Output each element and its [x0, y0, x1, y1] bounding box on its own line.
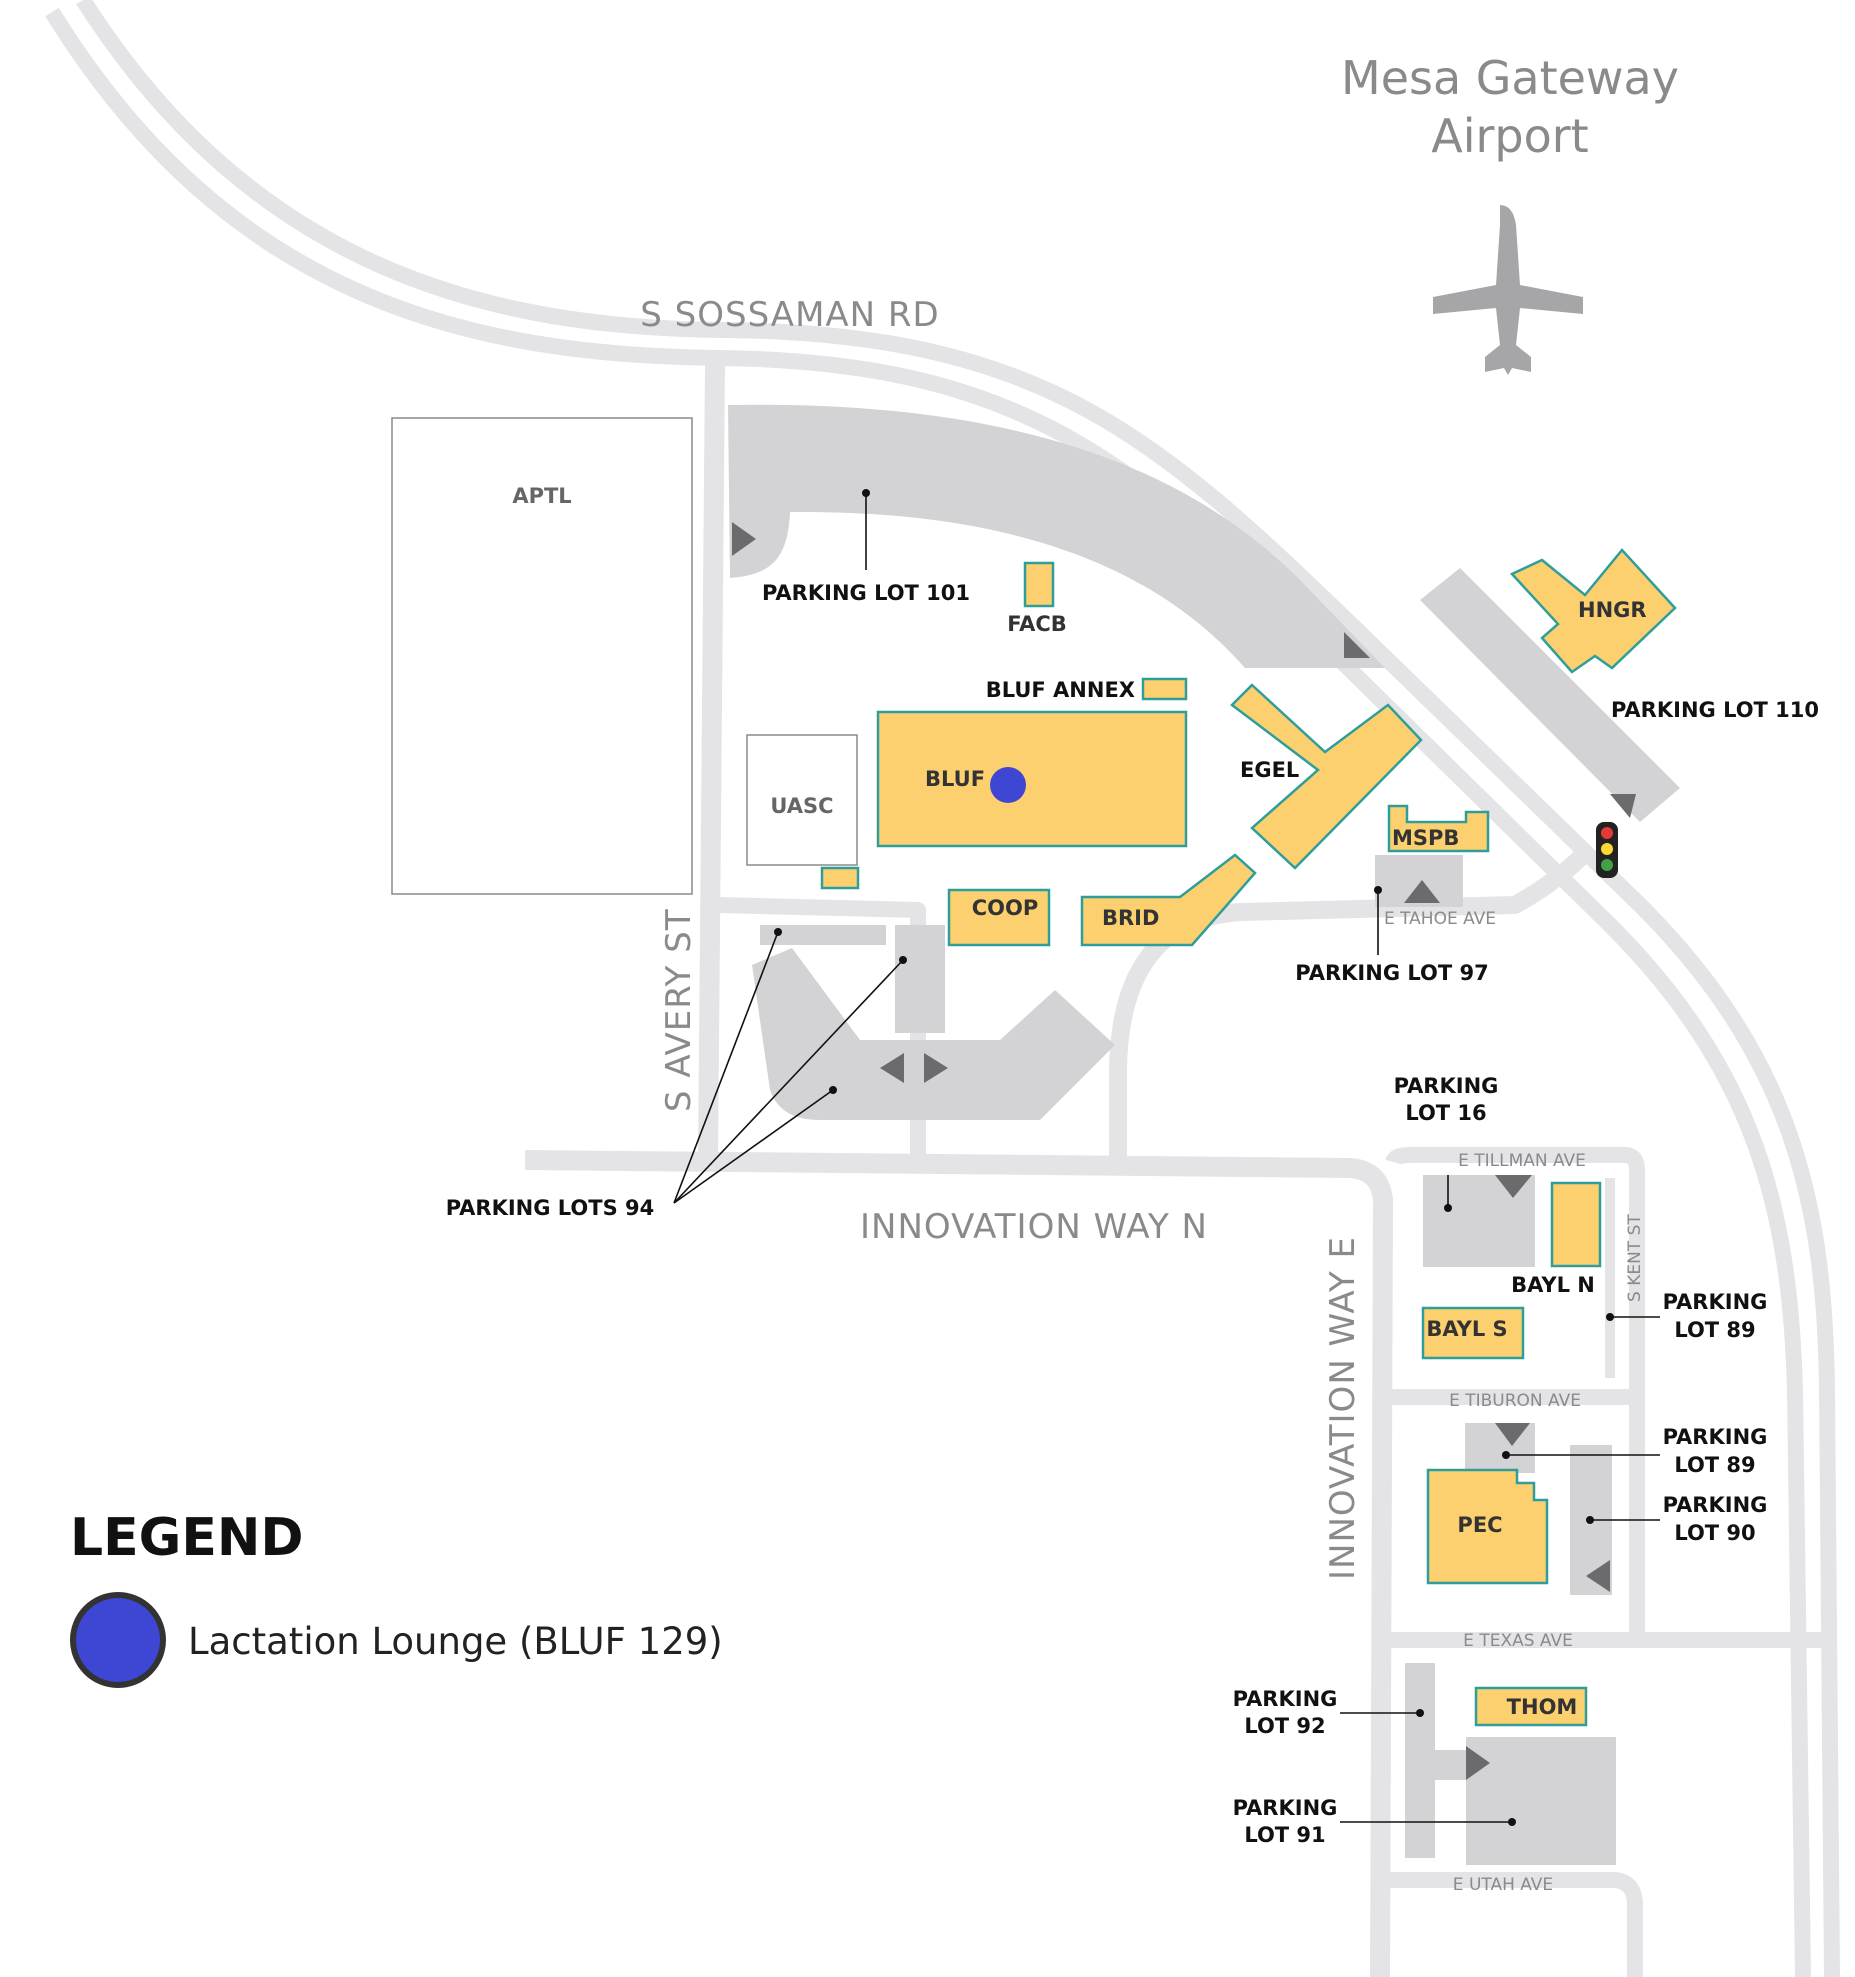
entry-arrow-icon	[1344, 632, 1370, 658]
building-bayl-s[interactable]	[1421, 1306, 1525, 1360]
entry-arrow-icon	[1495, 1175, 1532, 1198]
leader-lines	[673, 489, 1660, 1826]
parking-label-lot-16-line-2: LOT 16	[1405, 1101, 1486, 1125]
street-label-e-utah: E UTAH AVE	[1453, 1875, 1553, 1895]
building-egel[interactable]	[1230, 683, 1423, 870]
airport-name-line-2: Airport	[1431, 109, 1588, 163]
road-label-s-avery: S AVERY ST	[659, 908, 699, 1112]
entry-arrow-icon	[924, 1053, 948, 1083]
legend-item-label: Lactation Lounge (BLUF 129)	[188, 1620, 723, 1663]
entry-arrow-icon	[1610, 794, 1636, 818]
building-label-egel: EGEL	[1240, 758, 1299, 782]
building-label-bayl-n: BAYL N	[1511, 1273, 1595, 1297]
building-bluf[interactable]	[876, 710, 1188, 848]
building-hngr[interactable]	[1509, 548, 1677, 674]
building-bayl-n[interactable]	[1550, 1181, 1602, 1268]
building-bluf-annex[interactable]	[1141, 677, 1188, 701]
airplane-icon	[1433, 205, 1583, 375]
building-thom[interactable]	[1474, 1686, 1588, 1727]
building-label-coop: COOP	[972, 896, 1039, 920]
legend: LEGEND Lactation Lounge (BLUF 129)	[70, 1508, 723, 1688]
lactation-lounge-marker[interactable]	[990, 767, 1026, 803]
parking-lot-110-shape	[1420, 568, 1680, 822]
building-facb[interactable]	[1023, 561, 1055, 608]
street-label-e-texas: E TEXAS AVE	[1463, 1631, 1573, 1651]
building-bluf-small[interactable]	[820, 866, 860, 890]
parking-lots	[728, 404, 1680, 1865]
parking-lot-94-main	[752, 948, 1115, 1120]
parking-label-lot-97: PARKING LOT 97	[1295, 961, 1488, 985]
parking-label-lot-91-line-1: PARKING	[1233, 1796, 1338, 1820]
parking-label-lot-89-upper-line-1: PARKING	[1663, 1290, 1768, 1314]
parking-label-lot-89-lower-line-2: LOT 89	[1674, 1453, 1755, 1477]
road-s-avery	[698, 364, 725, 1159]
road-s-sossaman-outer	[45, 7, 1811, 1977]
entry-arrow-icon	[1495, 1423, 1530, 1446]
road-innovation-way-n	[524, 1150, 1393, 1977]
road-label-s-sossaman: S SOSSAMAN RD	[640, 295, 939, 335]
parking-lot-94-strip-b	[895, 925, 945, 1033]
road-e-utah	[1382, 1872, 1643, 1977]
entry-arrow-icon	[880, 1053, 904, 1083]
entry-arrow-icon	[1404, 880, 1440, 903]
airport-name-line-1: Mesa Gateway	[1341, 51, 1679, 105]
building-label-mspb: MSPB	[1392, 826, 1459, 850]
parking-lot-92-shape	[1405, 1663, 1435, 1858]
parking-label-lot-16-line-1: PARKING	[1394, 1074, 1499, 1098]
parking-label-lot-89-upper-line-2: LOT 89	[1674, 1318, 1755, 1342]
building-pec[interactable]	[1426, 1468, 1549, 1585]
parking-label-lot-89-lower-line-1: PARKING	[1663, 1425, 1768, 1449]
parking-label-lot-91-line-2: LOT 91	[1244, 1823, 1325, 1847]
entry-arrows	[732, 522, 1636, 1780]
building-label-facb: FACB	[1007, 612, 1067, 636]
parking-label-lots-94: PARKING LOTS 94	[446, 1196, 655, 1220]
building-aptl[interactable]	[391, 417, 693, 895]
entry-arrow-icon	[732, 522, 756, 556]
road-e-tillman	[1385, 1147, 1645, 1640]
parking-lot-101-shape	[728, 404, 1385, 668]
building-uasc[interactable]	[746, 734, 858, 866]
building-label-brid: BRID	[1102, 906, 1159, 930]
entry-arrow-icon	[1586, 1560, 1610, 1592]
parking-label-lot-90-line-1: PARKING	[1663, 1493, 1768, 1517]
street-label-e-tillman: E TILLMAN AVE	[1458, 1151, 1586, 1171]
building-label-thom: THOM	[1507, 1695, 1578, 1719]
parking-lot-94-strip-a	[760, 925, 886, 945]
building-mspb[interactable]	[1387, 804, 1490, 853]
building-coop[interactable]	[947, 888, 1051, 947]
street-label-e-tahoe: E TAHOE AVE	[1384, 909, 1496, 929]
road-label-innovation-way-e: INNOVATION WAY E	[1323, 1236, 1363, 1580]
road-s-sossaman-inner	[76, 0, 1840, 1977]
legend-lactation-lounge-icon	[70, 1592, 166, 1688]
building-brid[interactable]	[1080, 853, 1257, 947]
street-label-s-kent: S KENT ST	[1625, 1214, 1645, 1302]
parking-lot-89-upper-shape	[1465, 1423, 1535, 1473]
road-label-innovation-way-n: INNOVATION WAY N	[860, 1207, 1208, 1247]
parking-lot-92-connector	[1435, 1750, 1470, 1780]
building-label-hngr: HNGR	[1578, 598, 1647, 622]
building-label-aptl: APTL	[512, 484, 571, 508]
building-label-pec: PEC	[1457, 1513, 1502, 1537]
parking-lot-91-shape	[1466, 1737, 1616, 1865]
legend-title: LEGEND	[70, 1508, 304, 1568]
street-label-e-tiburon: E TIBURON AVE	[1449, 1391, 1581, 1411]
parking-label-lot-92-line-1: PARKING	[1233, 1687, 1338, 1711]
entry-arrow-icon	[1466, 1746, 1490, 1780]
building-label-uasc: UASC	[770, 794, 833, 818]
parking-label-lot-90-line-2: LOT 90	[1674, 1521, 1755, 1545]
parking-label-lot-101: PARKING LOT 101	[762, 581, 970, 605]
parking-label-lot-110: PARKING LOT 110	[1611, 698, 1819, 722]
traffic-signal-icon	[1596, 822, 1618, 878]
parking-label-lot-92-line-2: LOT 92	[1244, 1714, 1325, 1738]
building-label-bayl-s: BAYL S	[1426, 1317, 1507, 1341]
building-label-bluf-annex: BLUF ANNEX	[986, 678, 1135, 702]
buildings	[820, 548, 1677, 1727]
building-label-bluf: BLUF	[925, 767, 985, 791]
